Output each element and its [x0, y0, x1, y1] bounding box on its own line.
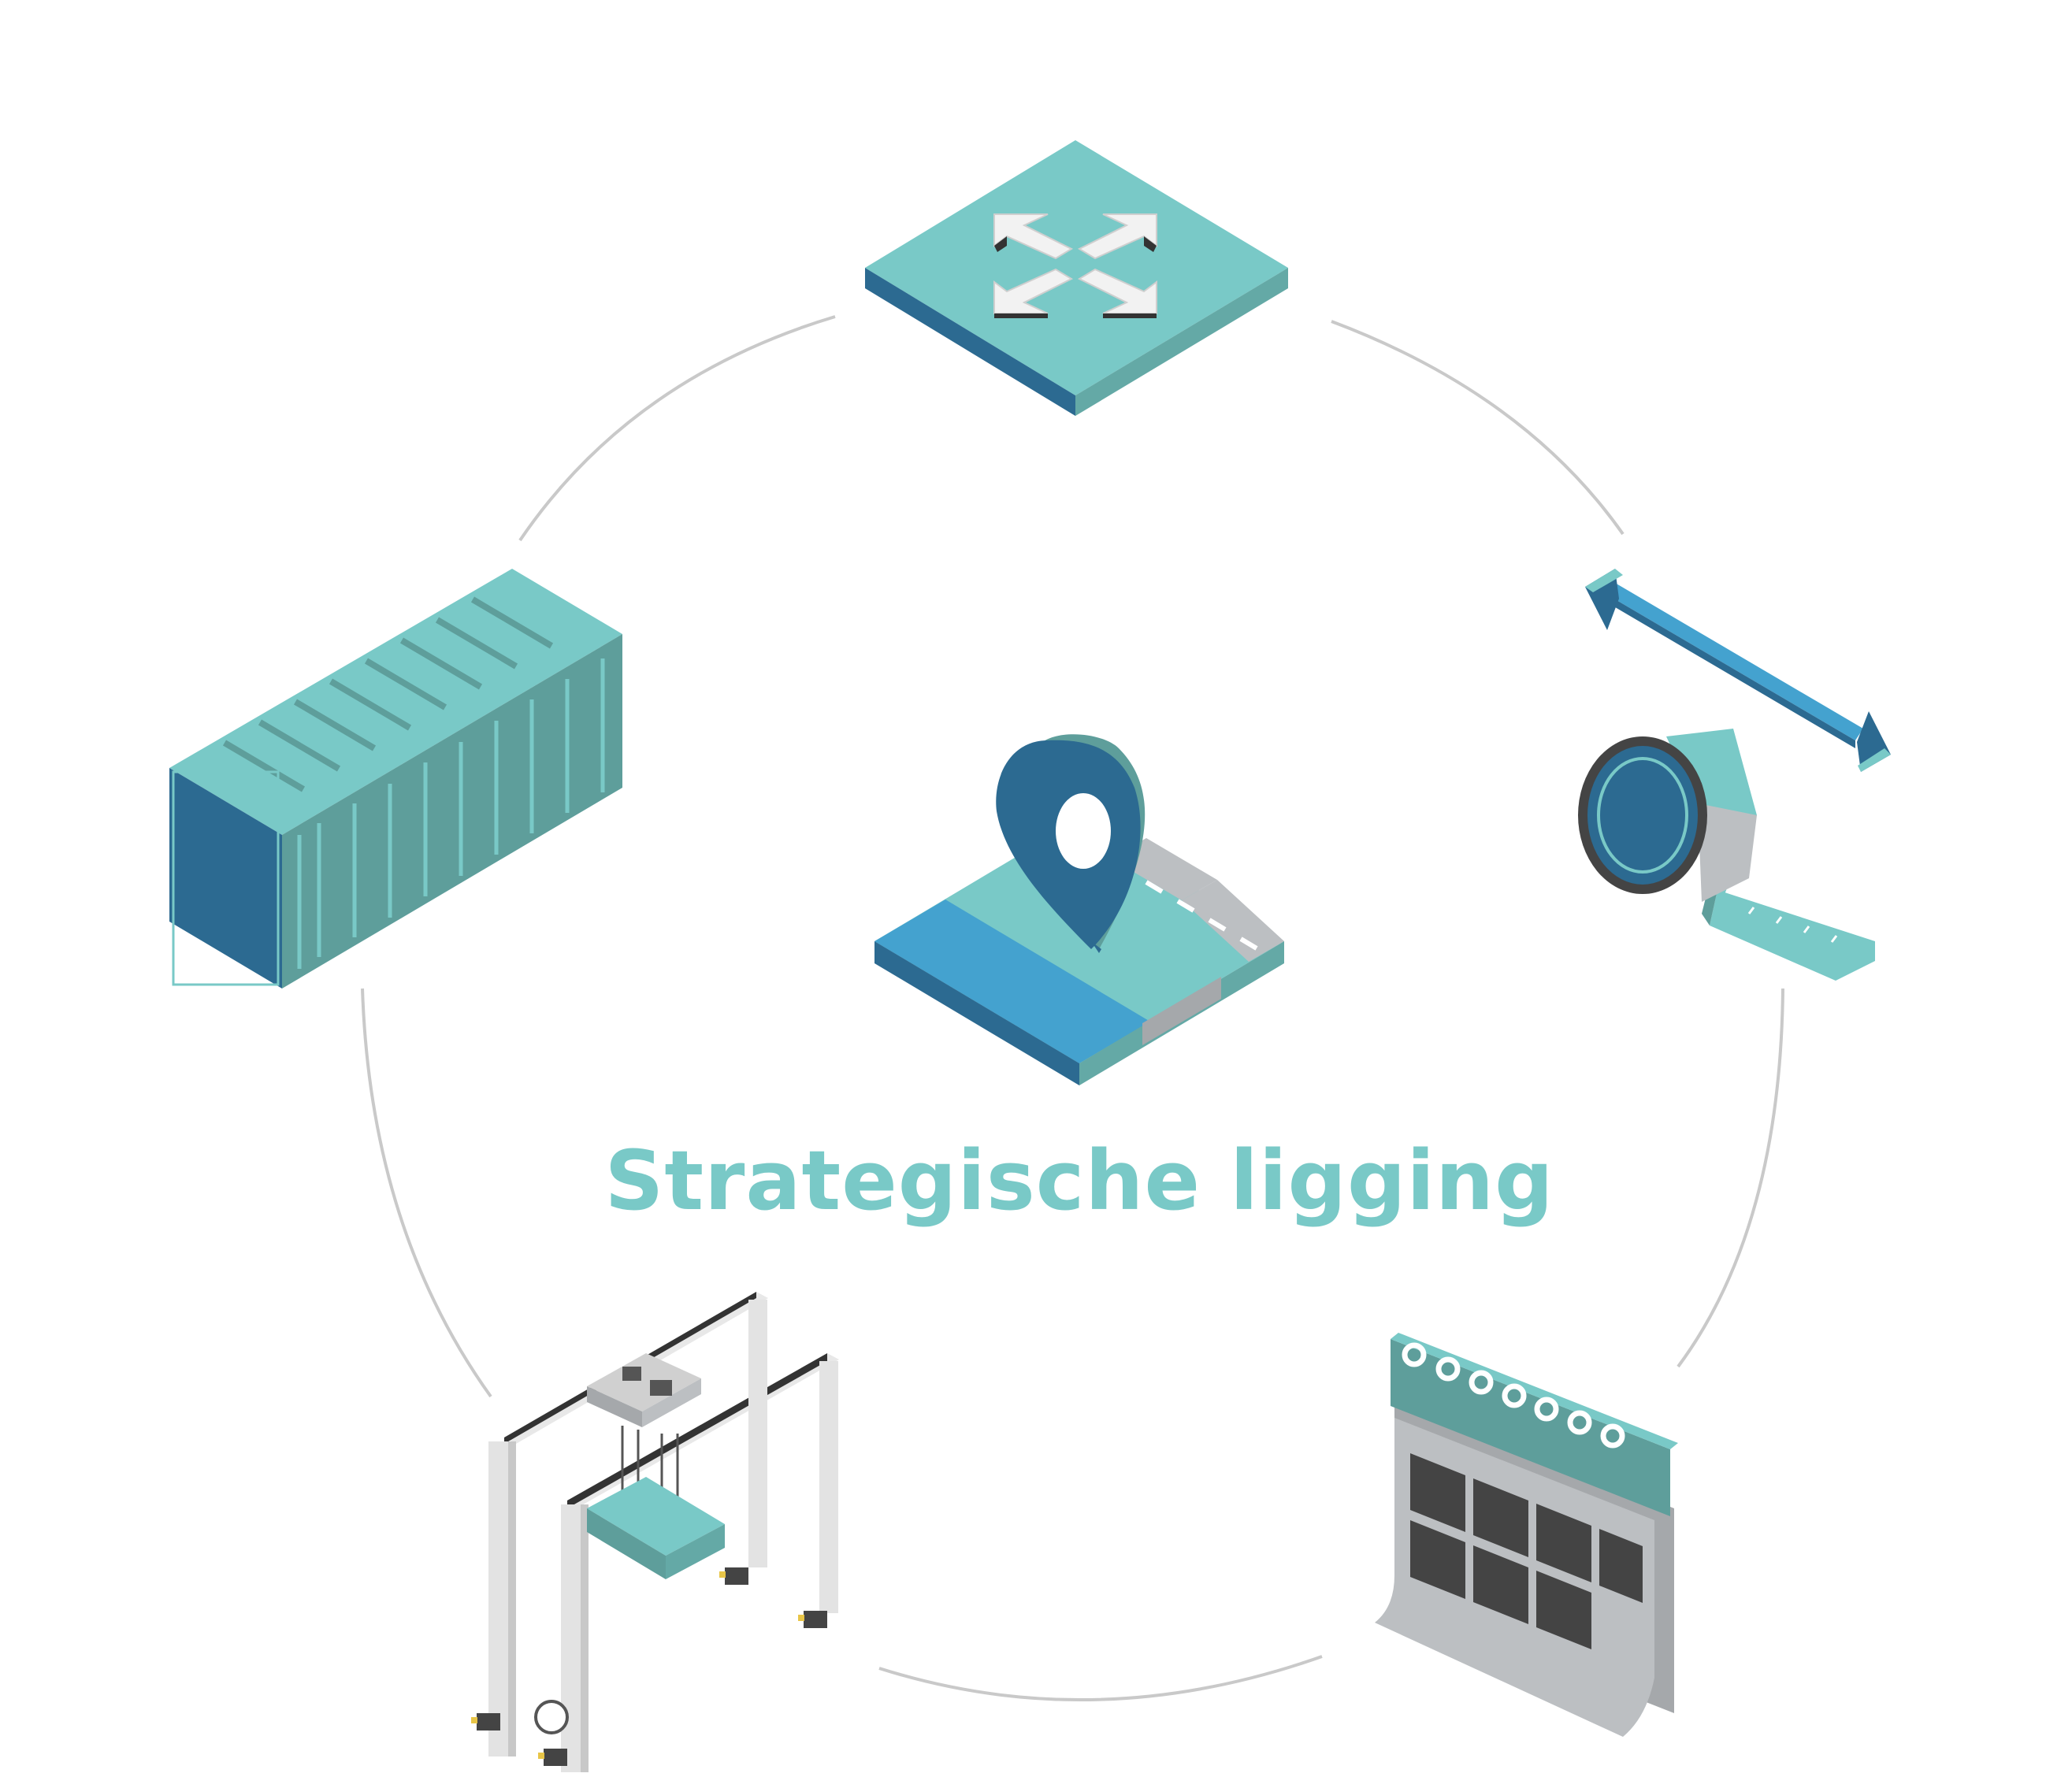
double-arrow-icon	[1585, 569, 1891, 772]
tape-measure-icon	[1578, 569, 1891, 981]
expand-arrows-icon	[865, 140, 1288, 416]
ring-arc-right	[1677, 988, 1784, 1368]
connector-ring	[361, 315, 1784, 1701]
diagram-title: Strategische ligging	[604, 1133, 1554, 1229]
shipping-container-icon	[169, 569, 622, 989]
ring-arc-top-right	[1331, 320, 1625, 536]
calendar-icon	[1375, 1333, 1678, 1737]
ring-arc-bottom	[878, 1655, 1323, 1701]
ring-arc-top-left	[518, 315, 836, 542]
location-pin-map-icon	[874, 734, 1284, 1085]
gantry-crane-icon	[471, 1292, 839, 1772]
ring-arc-left	[361, 988, 492, 1398]
